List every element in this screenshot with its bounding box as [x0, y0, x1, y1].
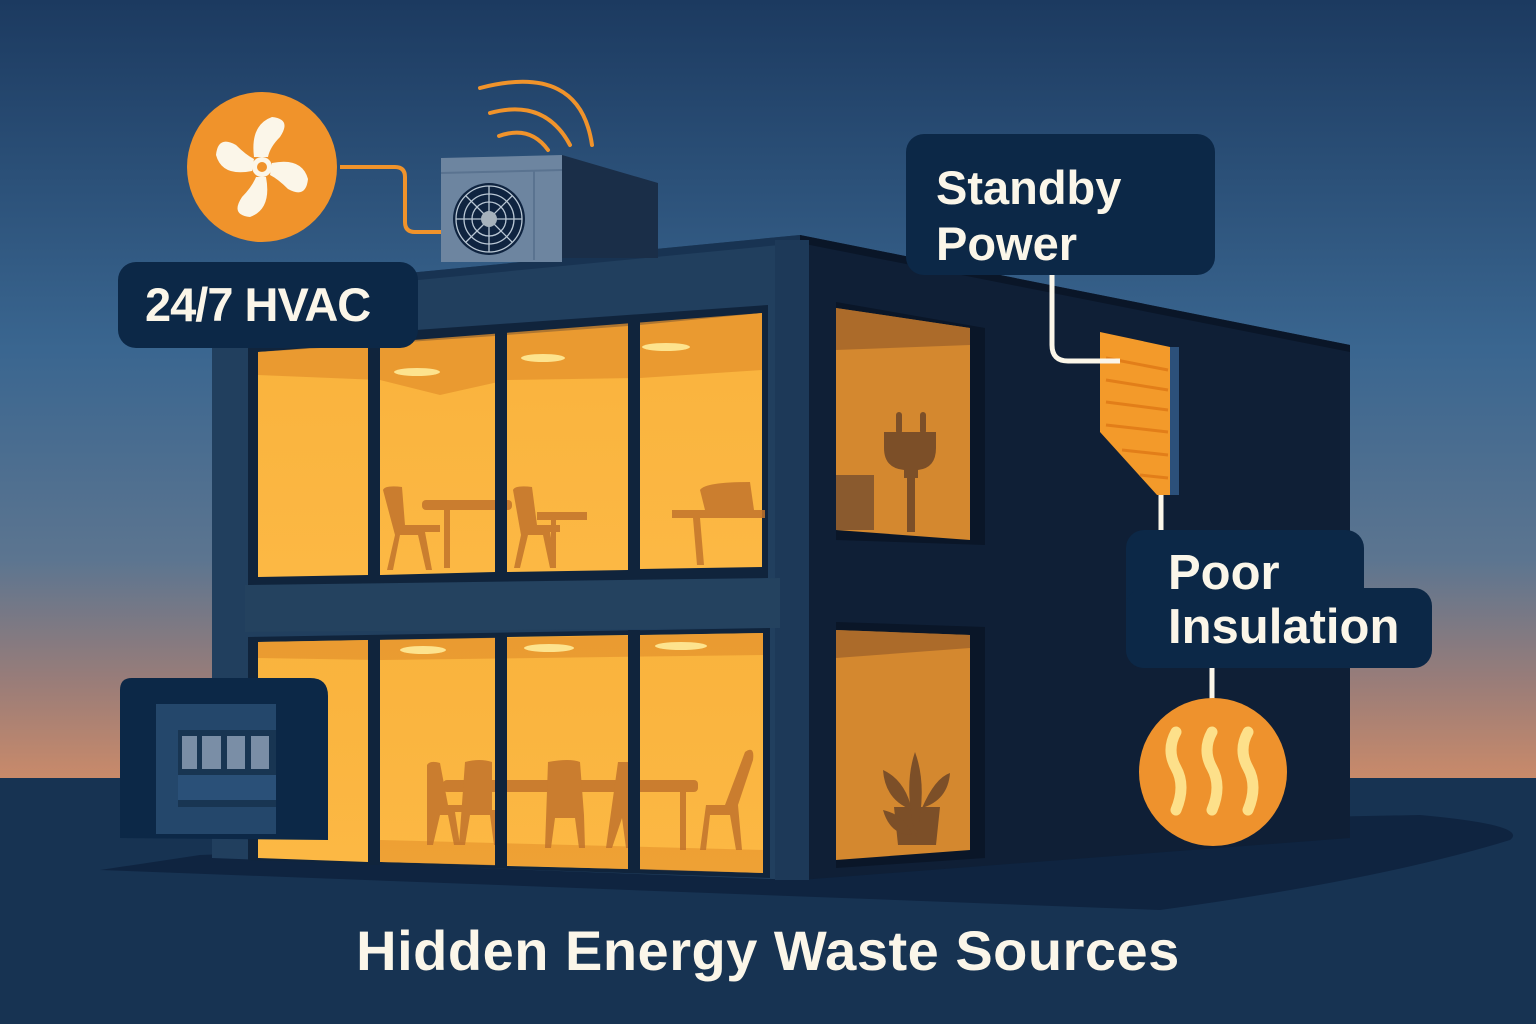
plant-icon	[883, 752, 950, 845]
signal-waves-icon	[478, 79, 594, 152]
ceiling-light	[642, 343, 690, 351]
ceiling-light	[521, 354, 565, 362]
connector-standby	[1049, 275, 1120, 364]
upper-furniture-silhouettes	[383, 482, 765, 570]
hvac-unit	[440, 155, 658, 262]
standby-label-line1: Standby	[936, 161, 1122, 214]
fan-icon	[187, 92, 337, 242]
insulation-label-line1: Poor	[1168, 546, 1280, 600]
connector-hvac	[340, 165, 448, 234]
callout-poor-insulation-label: Poor Insulation	[1168, 546, 1399, 654]
ceiling-light	[400, 646, 446, 654]
hvac-label-text: 24/7 HVAC	[145, 278, 371, 331]
insulation-label-line2: Insulation	[1168, 600, 1400, 654]
standby-label-line2: Power	[936, 217, 1078, 270]
power-plug-icon	[884, 412, 936, 532]
side-window-lower	[836, 622, 985, 868]
ceiling-light	[655, 642, 707, 650]
upper-windows-front	[248, 305, 768, 585]
lower-windows-front	[248, 628, 770, 878]
floor-slab	[245, 578, 780, 632]
side-window-upper	[836, 302, 985, 545]
electrical-meter-box	[120, 678, 328, 840]
callout-insulation-label-bg-bottom	[1126, 588, 1432, 668]
heat-waves-icon	[1139, 698, 1287, 846]
callout-standby-power-label: Standby Power	[906, 134, 1215, 275]
callout-hvac-label: 24/7 HVAC	[118, 262, 418, 348]
ceiling-light	[394, 368, 440, 376]
corner-column	[775, 240, 809, 880]
ceiling-light	[524, 644, 574, 652]
infographic-title: Hidden Energy Waste Sources	[356, 919, 1180, 982]
